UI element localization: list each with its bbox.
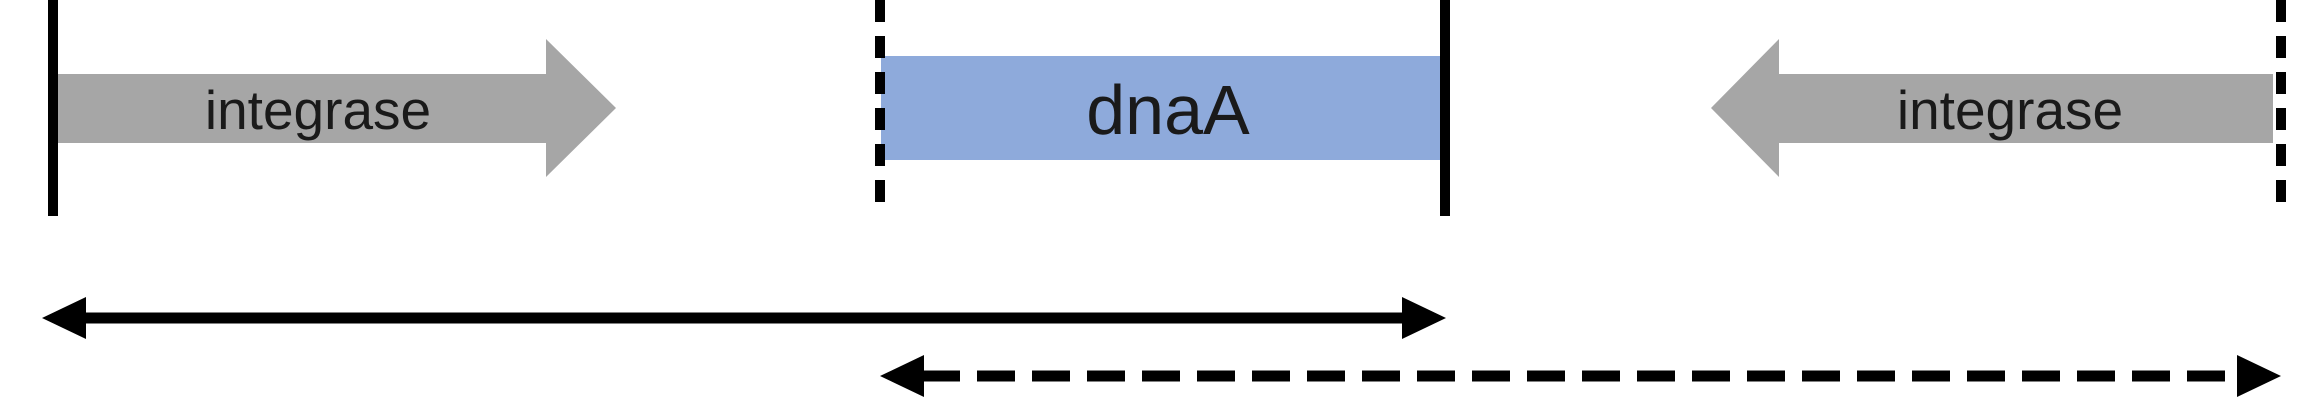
right-integrase-gene: integrase — [1711, 39, 2273, 177]
dnaA-gene: dnaA — [881, 56, 1443, 160]
left-integrase-gene: integrase — [56, 39, 616, 177]
dnaA-label: dnaA — [1086, 71, 1250, 149]
dashed-span-left-arrowhead — [880, 355, 924, 397]
dashed-span-right-arrowhead — [2237, 355, 2281, 397]
left-integrase-arrow-shape — [56, 39, 616, 177]
solid-span-right-arrowhead — [1402, 297, 1446, 339]
dashed-span — [880, 355, 2281, 397]
solid-span — [42, 297, 1446, 339]
right-integrase-label: integrase — [1897, 79, 2123, 141]
solid-span-left-arrowhead — [42, 297, 86, 339]
dnaA-box — [881, 56, 1443, 160]
right-integrase-arrow-shape — [1711, 39, 2273, 177]
left-integrase-label: integrase — [205, 79, 431, 141]
